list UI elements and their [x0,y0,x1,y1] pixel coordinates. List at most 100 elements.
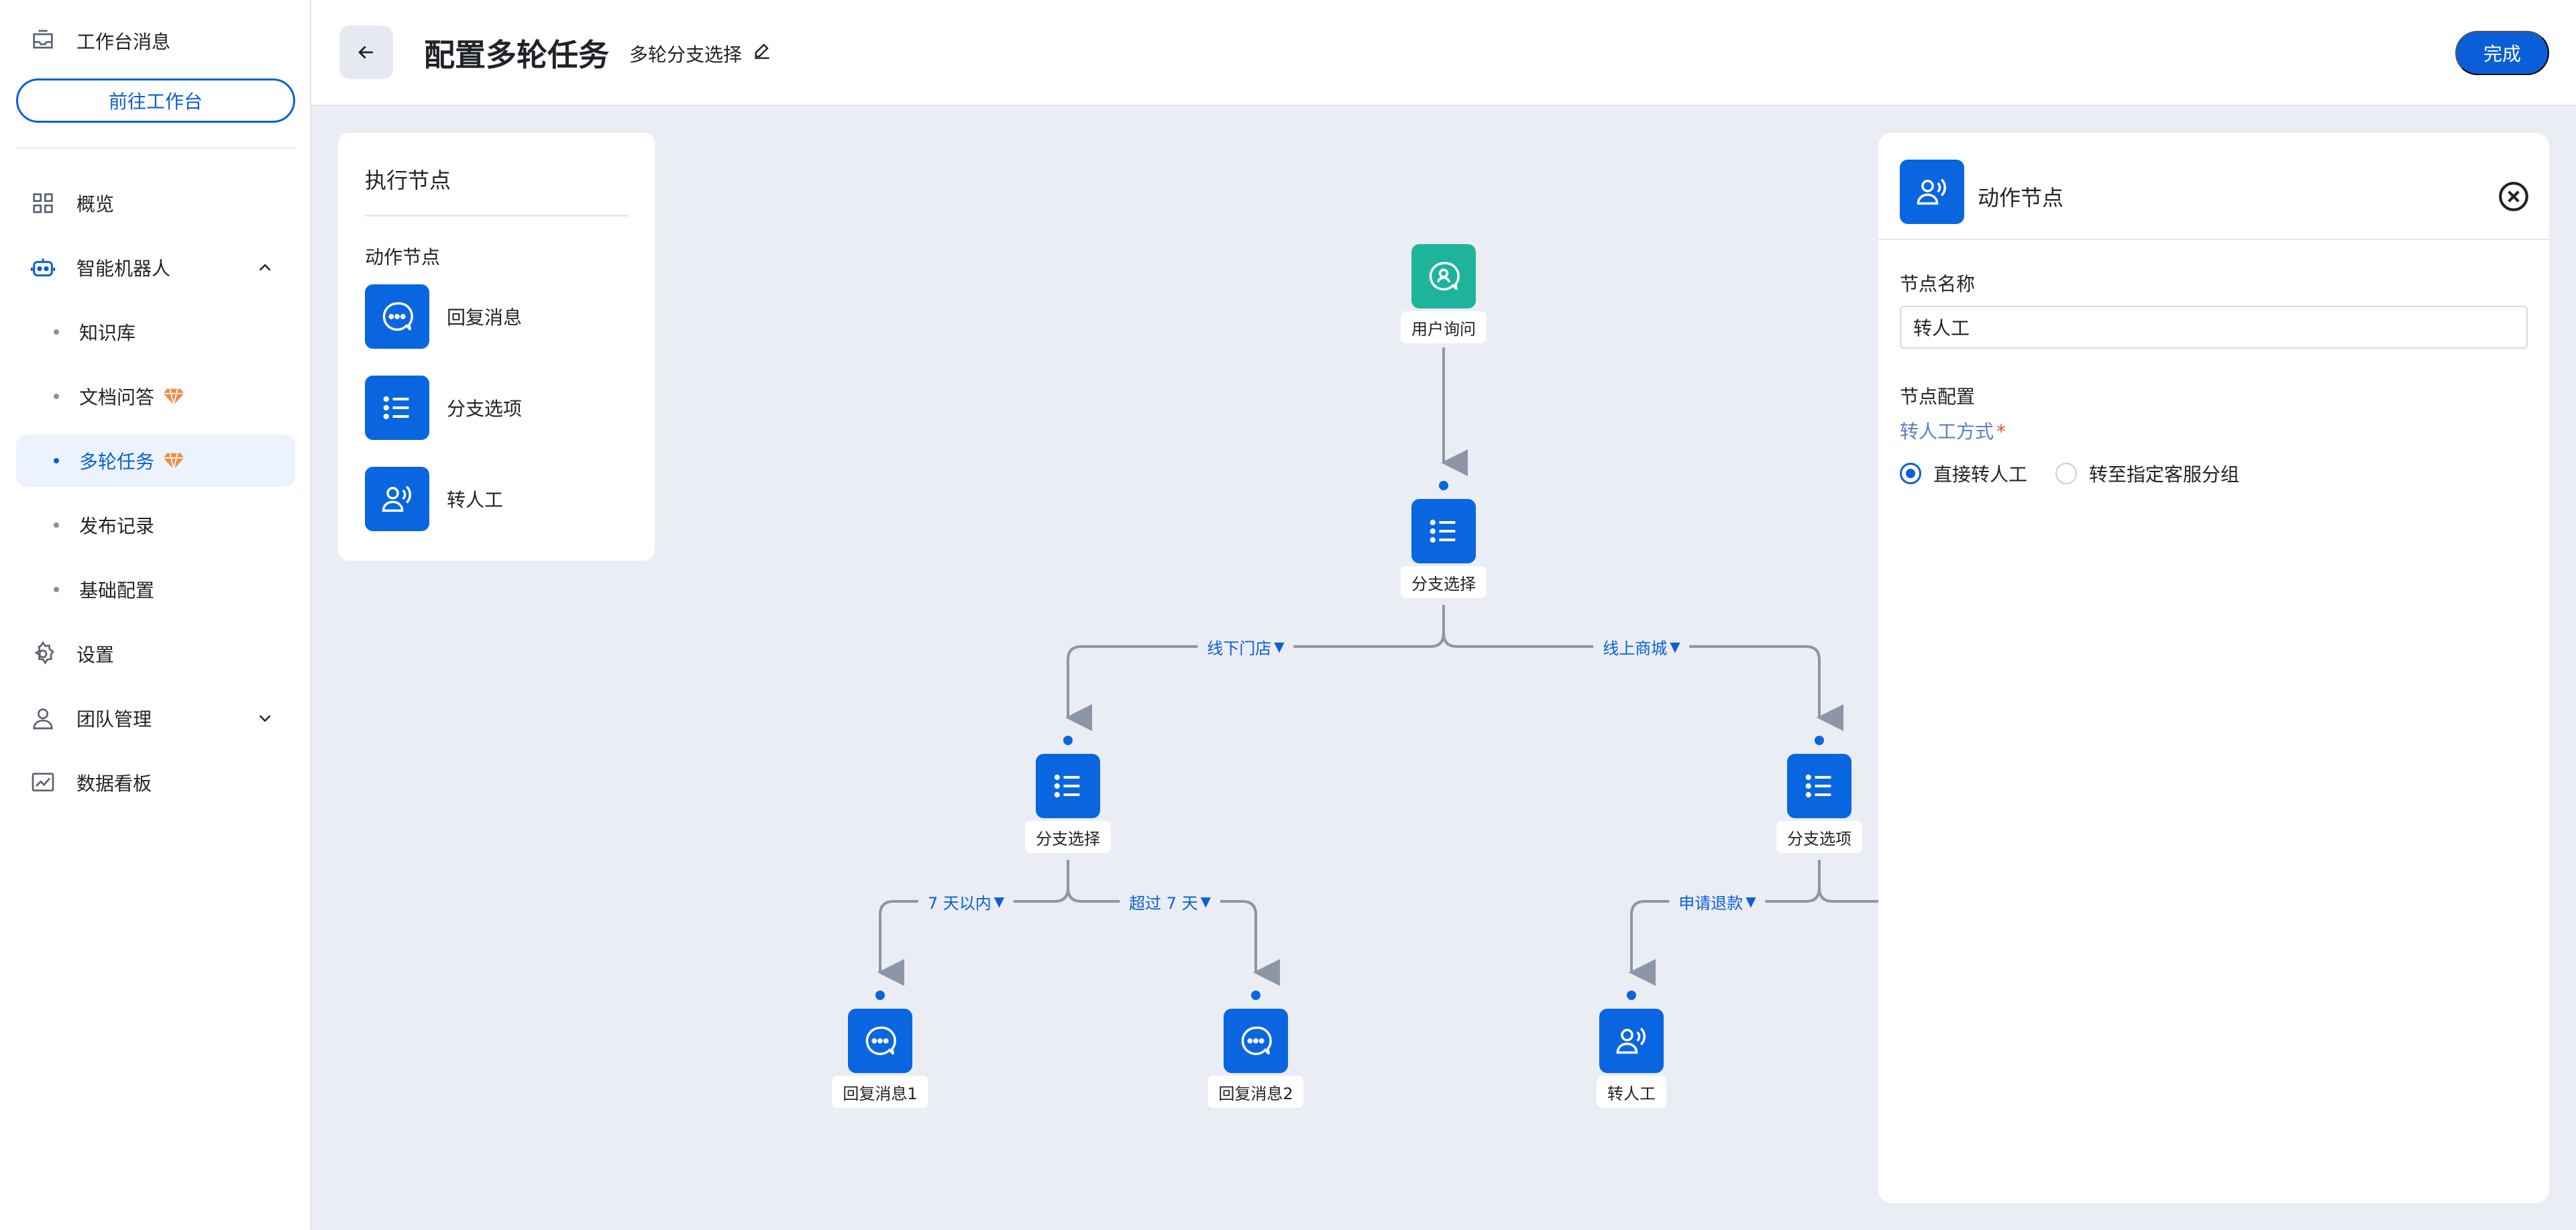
bullet-dot [54,587,59,592]
radio-button-checked[interactable] [1900,463,1921,484]
sidebar-item-team-management[interactable]: 团队管理 [16,692,295,744]
edge-label-within-7-days[interactable]: 7 天以内▼ [918,888,1014,915]
edge-label-text: 超过 7 天 [1129,893,1198,913]
sidebar-item-label: 智能机器人 [76,258,171,280]
sidebar-item-label: 基础配置 [79,579,155,602]
node-config-panel: 动作节点 节点名称 节点配置 转人工方式* 直接转人工 转至指定客服分组 [1878,133,2549,1203]
caret-down-icon: ▼ [1746,893,1756,909]
caret-down-icon: ▼ [994,893,1005,909]
flow-node-label: 转人工 [1597,1076,1666,1108]
palette-divider [365,215,628,217]
flow-node-branch-left[interactable] [1036,754,1100,818]
page-title: 配置多轮任务 [424,37,609,73]
flow-node-label: 分支选择 [1025,821,1111,853]
flow-node-branch-right[interactable] [1787,754,1851,818]
sidebar-item-doc-qa[interactable]: 文档问答 [16,370,295,423]
flow-node-transfer[interactable] [1599,1009,1664,1073]
sidebar-item-dashboard[interactable]: 数据看板 [16,757,295,809]
sidebar-item-overview[interactable]: 概览 [16,177,295,229]
grid-icon [27,187,59,219]
edit-icon[interactable] [751,40,773,62]
sidebar-item-label: 工作台消息 [76,31,171,53]
sidebar-item-label: 文档问答 [79,386,155,408]
flow-node-reply-2[interactable] [1224,1009,1288,1073]
sidebar-item-workbench-messages[interactable]: 工作台消息 [16,15,295,67]
transfer-mode-label: 转人工方式* [1900,417,2006,444]
sidebar-item-multi-turn-task[interactable]: 多轮任务 [16,435,295,487]
edge-label-text: 申请退款 [1678,893,1743,913]
flow-node-label: 回复消息2 [1208,1076,1304,1108]
sidebar-item-label: 设置 [76,644,115,666]
sidebar-item-settings[interactable]: 设置 [16,628,295,680]
agent-icon [1616,1027,1646,1054]
sidebar-item-basic-config[interactable]: 基础配置 [16,563,295,616]
flow-node-label: 分支选择 [1401,566,1487,598]
edge-label-refund[interactable]: 申请退款▼ [1669,888,1766,915]
list-icon [1805,774,1831,798]
flow-node-label: 回复消息1 [832,1076,928,1108]
done-button[interactable]: 完成 [2455,31,2549,75]
connector-dot[interactable] [1063,736,1073,745]
bullet-dot [54,394,59,399]
connector-dot[interactable] [1439,481,1448,490]
flow-node-user-query[interactable] [1411,244,1476,309]
palette-item-transfer-human[interactable]: 转人工 [365,467,628,531]
caret-down-icon: ▼ [1200,893,1211,909]
panel-node-tile [1900,160,1964,224]
sidebar-item-publish-log[interactable]: 发布记录 [16,499,295,551]
edge-label-text: 7 天以内 [927,893,991,913]
close-icon[interactable] [2497,180,2530,213]
flow-node-label: 分支选项 [1776,821,1862,853]
list-icon [1430,519,1456,543]
node-palette: 执行节点 动作节点 回复消息 分支选项 转人工 [338,133,655,561]
flow-canvas[interactable]: 用户询问 分支选择 线下门店▼ 线上商城▼ 分支选择 分支选项 7 天以内▼ 超… [311,106,2576,1230]
node-config-label: 节点配置 [1900,386,1976,408]
connector-dot[interactable] [1251,991,1260,1000]
radio-button[interactable] [2055,463,2077,484]
node-name-label: 节点名称 [1900,273,1976,295]
palette-item-label: 回复消息 [447,306,523,329]
flow-node-reply-1[interactable] [848,1009,912,1073]
agent-icon [382,486,412,512]
sidebar-divider [16,148,295,149]
sidebar-item-label: 团队管理 [76,708,152,730]
chevron-up-icon[interactable] [255,258,275,278]
robot-icon [27,251,59,284]
chevron-down-icon[interactable] [255,708,275,728]
palette-item-branch-option[interactable]: 分支选项 [365,376,628,440]
chat-bubble-icon [382,302,413,331]
sidebar-item-knowledge-base[interactable]: 知识库 [16,306,295,358]
edge-label-online-mall[interactable]: 线上商城▼ [1593,633,1690,660]
list-icon [1054,774,1080,798]
sidebar-item-label: 发布记录 [79,515,155,537]
goto-workbench-button[interactable]: 前往工作台 [16,78,295,123]
radio-label: 转至指定客服分组 [2089,463,2240,486]
bullet-dot [54,458,59,463]
connector-dot[interactable] [875,991,885,1000]
caret-down-icon: ▼ [1274,638,1285,655]
edge-label-over-7-days[interactable]: 超过 7 天▼ [1120,888,1220,915]
sidebar-item-label: 概览 [76,193,115,215]
edge-label-offline-store[interactable]: 线下门店▼ [1197,633,1294,660]
list-icon [383,396,409,420]
connector-dot[interactable] [1815,736,1824,745]
palette-item-reply-message[interactable]: 回复消息 [365,284,628,349]
user-icon [27,702,59,734]
radio-direct-transfer[interactable]: 直接转人工 [1900,460,2027,487]
edge-label-text: 线上商城 [1603,638,1668,658]
node-name-field[interactable] [1900,306,2528,349]
bullet-dot [54,329,59,335]
bullet-dot [54,522,59,528]
premium-gem-icon [163,388,184,405]
back-button[interactable] [339,25,393,79]
radio-specified-group[interactable]: 转至指定客服分组 [2055,460,2239,487]
premium-gem-icon [163,453,184,469]
sidebar-item-label: 多轮任务 [79,451,155,473]
chat-bubble-icon [1241,1026,1272,1056]
agent-icon [1917,178,1947,205]
palette-tile [365,376,429,440]
connector-dot[interactable] [1627,991,1636,1000]
flow-node-branch-root[interactable] [1411,499,1476,563]
sidebar-item-smart-robot[interactable]: 智能机器人 [16,241,295,294]
